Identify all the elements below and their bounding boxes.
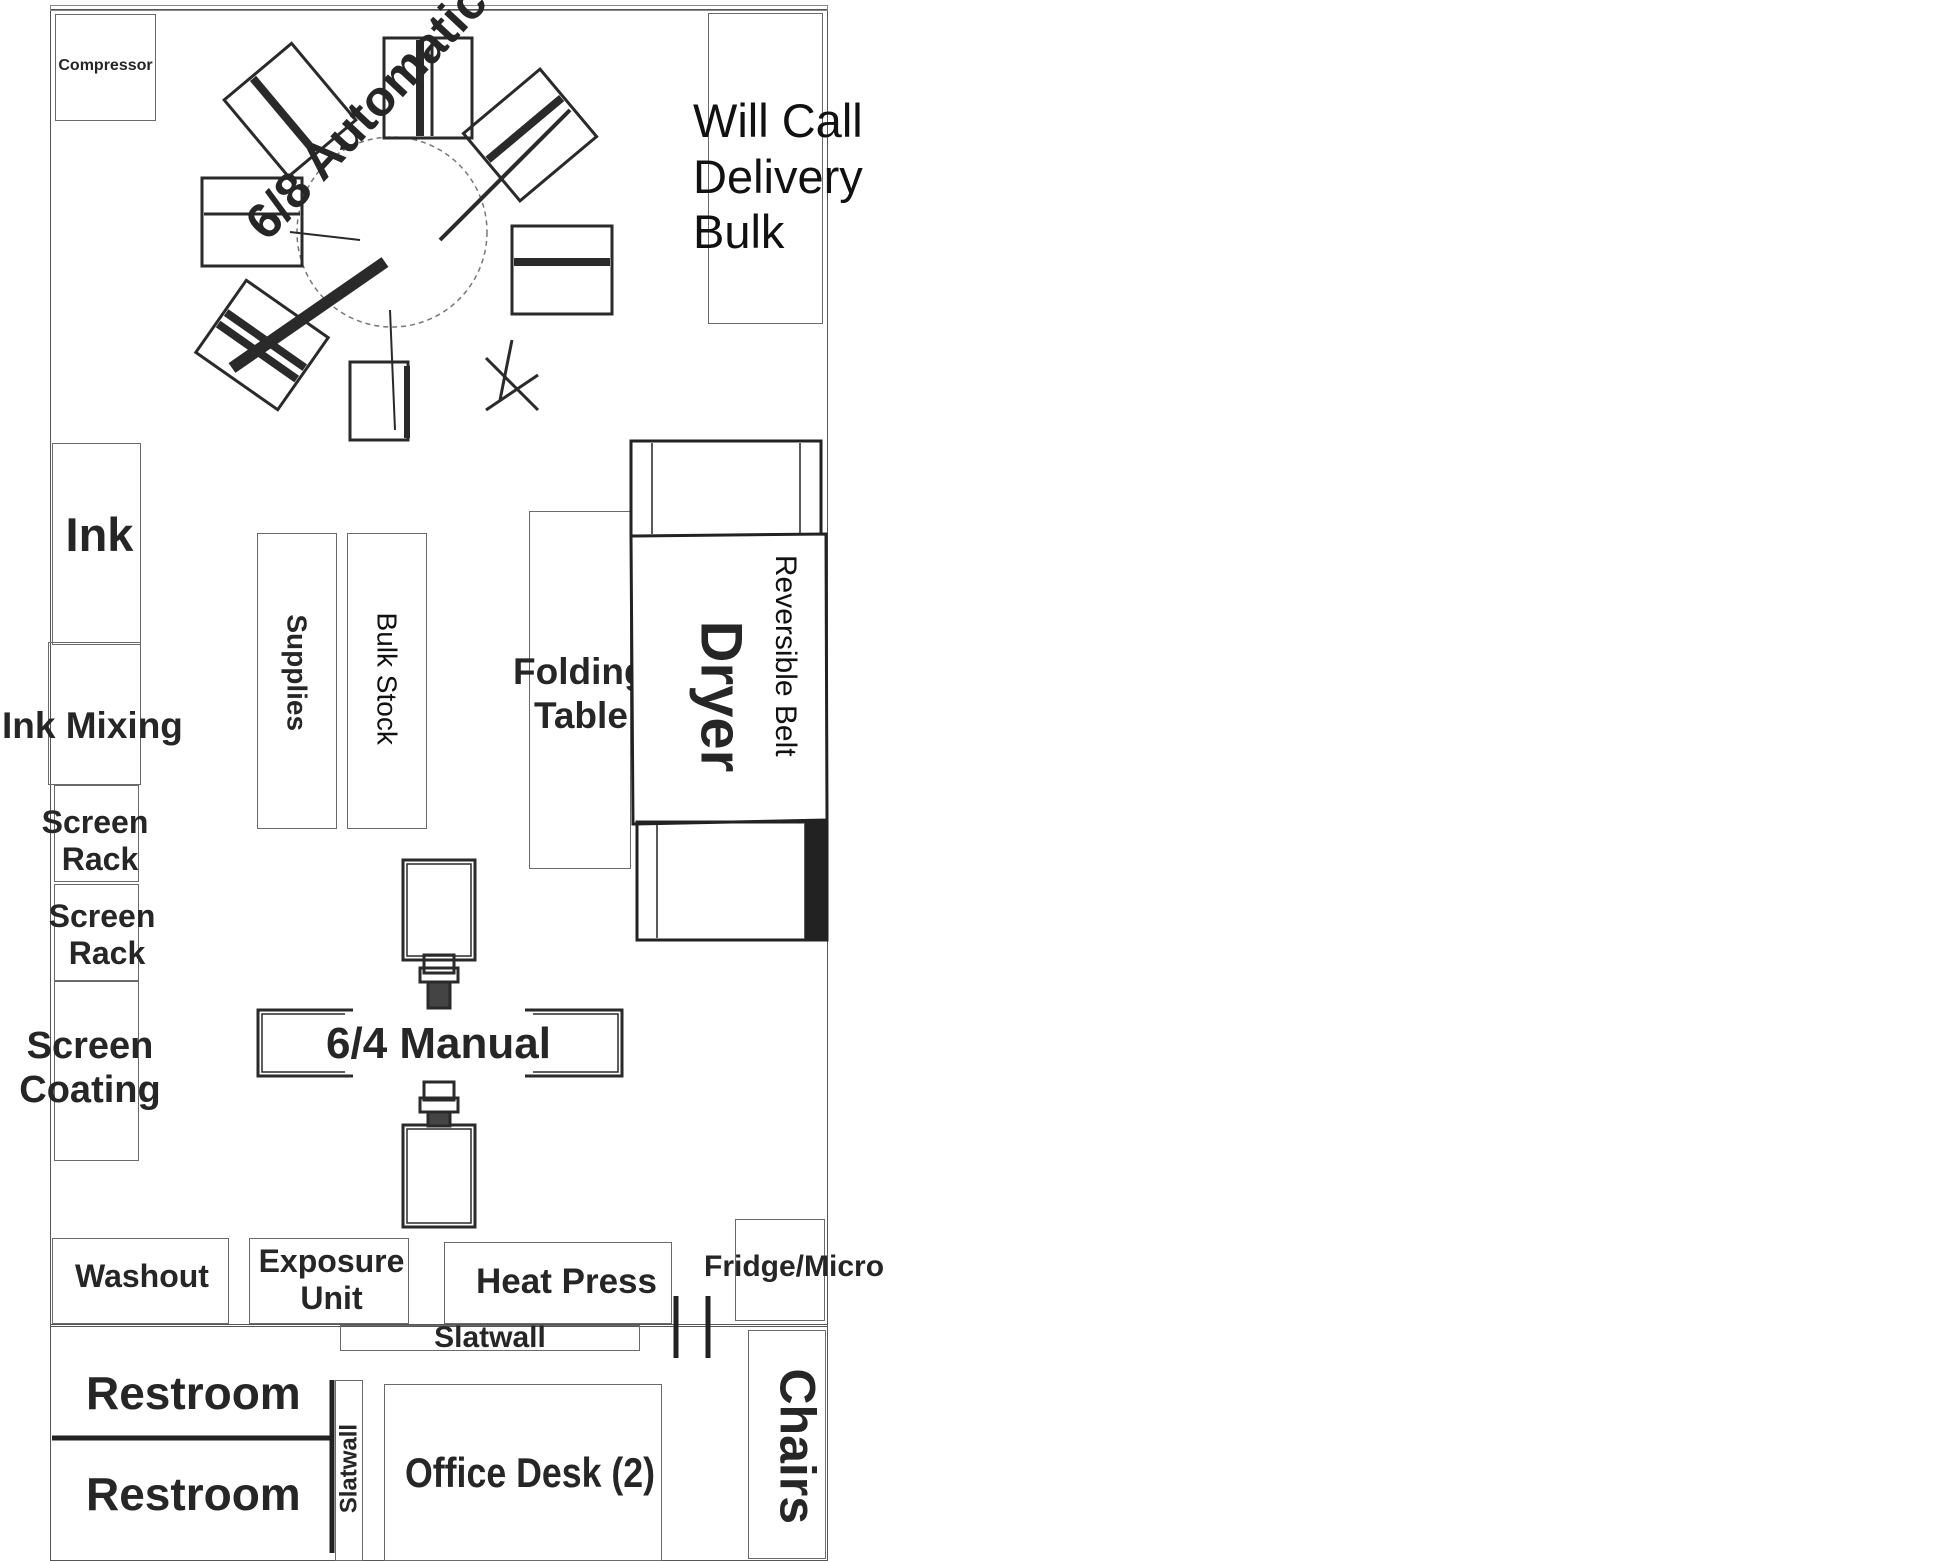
compressor-label: Compressor bbox=[58, 57, 153, 74]
supplies-box bbox=[257, 533, 337, 829]
screen-rack-1-label-line2: Rack bbox=[61, 841, 139, 877]
fridge-micro-label: Fridge/Micro bbox=[704, 1250, 885, 1283]
delivery-label: Delivery bbox=[693, 150, 863, 203]
screen-rack-1-box bbox=[54, 785, 139, 882]
folding-table-box bbox=[529, 511, 631, 869]
ink-label: Ink bbox=[65, 508, 134, 561]
chairs-label: Chairs bbox=[769, 1368, 826, 1525]
screen-rack-2-box bbox=[54, 884, 139, 982]
ink-box bbox=[52, 443, 141, 645]
bulk-label: Bulk bbox=[693, 205, 785, 258]
fridge-micro-box bbox=[735, 1219, 825, 1321]
will-call-box bbox=[708, 13, 823, 324]
folding-table-label-line1: Folding bbox=[513, 651, 647, 692]
heat-press-box bbox=[444, 1242, 672, 1324]
manual-press-label: 6/4 Manual bbox=[326, 1019, 551, 1068]
screen-rack-2-label-line1: Screen bbox=[48, 898, 156, 934]
will-call-label: Will Call bbox=[693, 94, 863, 147]
ink-mixing-label: Ink Mixing bbox=[2, 705, 183, 746]
heat-press-label: Heat Press bbox=[476, 1262, 657, 1301]
slatwall-horizontal-label: Slatwall bbox=[434, 1321, 546, 1354]
screen-coating-label-line2: Coating bbox=[19, 1069, 161, 1111]
compressor-box bbox=[55, 14, 156, 121]
exposure-unit-label-line1: Exposure bbox=[258, 1243, 405, 1279]
office-desk-label: Office Desk (2) bbox=[405, 1449, 655, 1496]
bulk-stock-box bbox=[347, 533, 427, 829]
screen-rack-2-label-line2: Rack bbox=[68, 935, 146, 971]
washout-label: Washout bbox=[75, 1258, 209, 1294]
screen-rack-1-label-line1: Screen bbox=[41, 804, 149, 840]
exposure-unit-label-line2: Unit bbox=[300, 1280, 363, 1316]
washout-box bbox=[52, 1238, 229, 1324]
slatwall-vertical-label: Slatwall bbox=[335, 1423, 363, 1514]
slatwall-horizontal-box bbox=[340, 1325, 640, 1351]
top-edge-line bbox=[50, 5, 828, 11]
exposure-unit-box bbox=[249, 1238, 409, 1324]
restroom-2-label: Restroom bbox=[86, 1468, 301, 1520]
folding-table-label-line2: Table bbox=[534, 695, 628, 736]
restroom-1-label: Restroom bbox=[86, 1367, 301, 1419]
screen-coating-label-line1: Screen bbox=[26, 1025, 154, 1067]
ink-mixing-box bbox=[48, 642, 141, 785]
screen-coating-box bbox=[54, 980, 139, 1161]
